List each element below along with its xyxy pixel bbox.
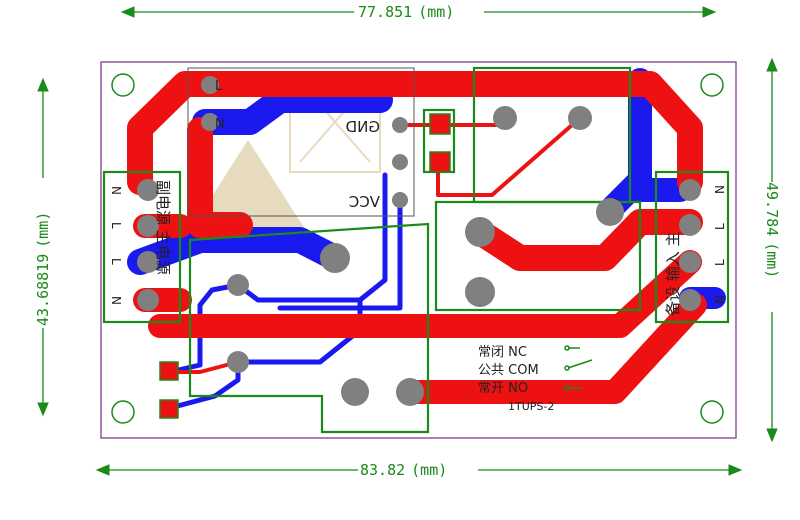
mounting-hole-bottom-left bbox=[111, 400, 135, 424]
dimension-bottom-value: 83.82 bbox=[360, 461, 405, 479]
svg-text:83.82(mm): 83.82 (mm) bbox=[360, 461, 447, 479]
dimension-right: 49.784 (mm) bbox=[763, 57, 781, 443]
relay-switch-symbol bbox=[564, 345, 593, 391]
right-terminal-label: 备设 输入 主 bbox=[664, 231, 682, 316]
relay-model-label: 1TUPS-2 bbox=[508, 400, 554, 413]
dimension-top: 77.851 (mm) bbox=[120, 3, 717, 21]
pads bbox=[137, 76, 701, 419]
right-pin-label-3: L bbox=[713, 259, 727, 266]
power-module-outline bbox=[434, 200, 642, 312]
silkscreen-outlines bbox=[102, 66, 730, 434]
ac-dc-module-outline bbox=[187, 67, 415, 217]
dimension-left-value: 43.68819 bbox=[34, 254, 52, 326]
dimension-left: 43.68819 (mm) bbox=[34, 77, 52, 417]
left-pin-label-2: L bbox=[109, 222, 123, 229]
pin-label-top-n: N bbox=[215, 117, 225, 132]
left-terminal-label: 副电源 主电源 bbox=[154, 180, 172, 275]
dimension-bottom-unit: (mm) bbox=[411, 461, 447, 479]
relay-2-outline bbox=[188, 222, 430, 434]
mounting-holes bbox=[111, 73, 724, 424]
left-terminal-pin-labels: N L L N bbox=[109, 186, 123, 305]
bottom-copper-layer bbox=[127, 68, 726, 411]
contact-com-label: 公共 COM bbox=[478, 363, 539, 378]
left-pin-label-1: N bbox=[109, 186, 123, 195]
dimension-bottom: 83.82 (mm) bbox=[95, 461, 743, 479]
dimension-left-unit: (mm) bbox=[34, 212, 52, 248]
left-pin-label-3: L bbox=[109, 258, 123, 265]
right-pin-label-1: N bbox=[713, 185, 727, 194]
vcc-label: VCC bbox=[349, 193, 380, 211]
dimension-top-unit: (mm) bbox=[418, 3, 454, 21]
right-terminal-pin-labels: N L L N bbox=[713, 185, 727, 304]
mounting-hole-top-left bbox=[111, 73, 135, 97]
dimension-right-value: 49.784 bbox=[763, 182, 781, 236]
terminal-block-left-outline bbox=[102, 170, 182, 324]
mounting-hole-top-right bbox=[700, 73, 724, 97]
mounting-hole-bottom-right bbox=[700, 400, 724, 424]
terminal-block-right-outline bbox=[654, 170, 730, 324]
svg-text:43.68819(mm): 43.68819 (mm) bbox=[34, 212, 52, 326]
top-copper-layer bbox=[127, 71, 707, 404]
silkscreen-text: GND VCC L N N L L N 副电源 主电源 N L L N 备设 输… bbox=[109, 79, 727, 413]
svg-text:49.784(mm): 49.784 (mm) bbox=[763, 182, 781, 278]
contact-nc-label: 常闭 NC bbox=[478, 345, 527, 360]
svg-text:77.851(mm): 77.851 (mm) bbox=[358, 3, 454, 21]
contact-no-label: 常开 NO bbox=[478, 381, 528, 396]
right-pin-label-4: N bbox=[713, 295, 727, 304]
dimension-right-unit: (mm) bbox=[763, 242, 781, 278]
left-pin-label-4: N bbox=[109, 296, 123, 305]
pin-label-top-l: L bbox=[215, 79, 223, 94]
right-pin-label-2: L bbox=[713, 223, 727, 230]
dimension-top-value: 77.851 bbox=[358, 3, 412, 21]
gnd-label: GND bbox=[346, 118, 380, 136]
